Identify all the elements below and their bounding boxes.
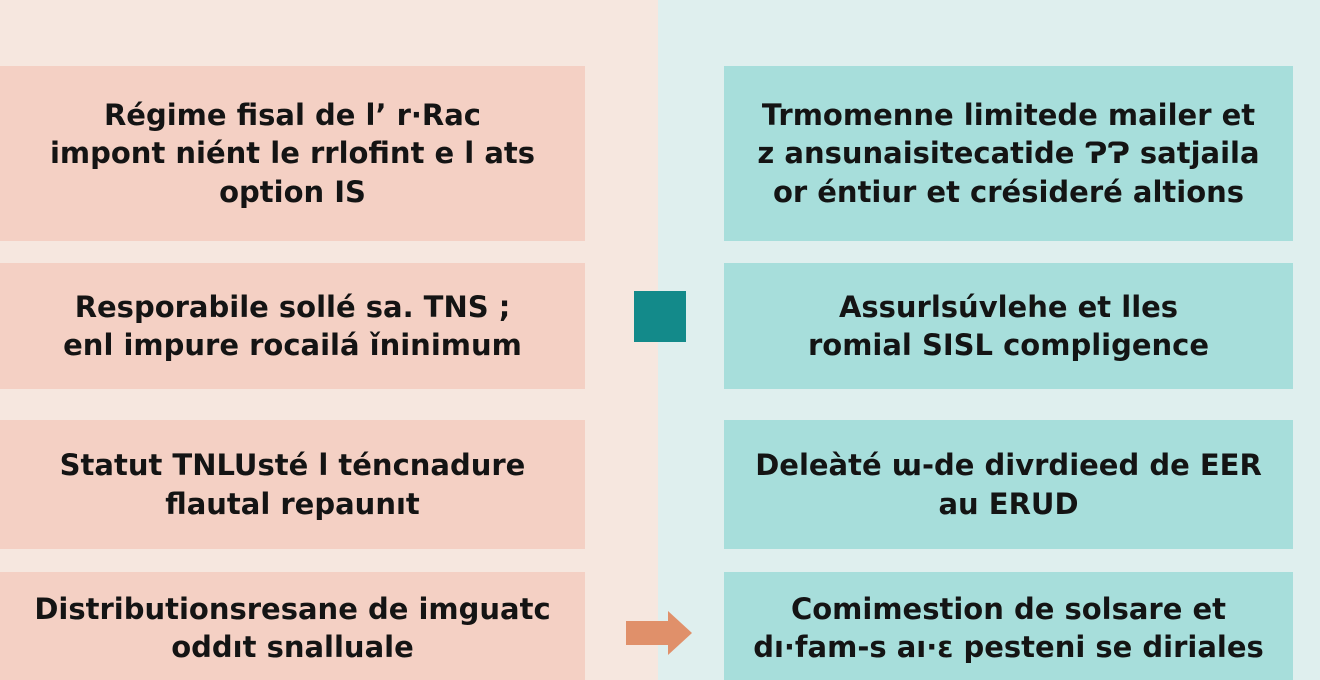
left-box-2-text: Resporabile sollé sa. TNS ; enl impure r… xyxy=(63,289,522,362)
left-box-4-text: Distributionsresane de imguatc oddıt sna… xyxy=(34,591,551,664)
left-box-1-text: Régime fisal de l’ r·Rac impont niént le… xyxy=(49,98,536,209)
right-box-4-text: Comimestion de solsare et dı·fam-s aı·ɛ … xyxy=(753,591,1264,664)
right-box-2: Assurlsúvlehe et lles romial SISL compli… xyxy=(724,263,1293,389)
teal-square-marker-icon xyxy=(634,291,686,342)
left-box-1: Régime fisal de l’ r·Rac impont niént le… xyxy=(0,66,585,241)
left-box-3: Statut TNLUsté l téncnadure flautal repa… xyxy=(0,420,585,549)
right-box-3: Deleàté ɯ-de divrdieed de EER au ERUD xyxy=(724,420,1293,549)
right-box-3-text: Deleàté ɯ-de divrdieed de EER au ERUD xyxy=(755,448,1262,521)
left-box-2: Resporabile sollé sa. TNS ; enl impure r… xyxy=(0,263,585,389)
right-box-1: Trmomenne limitede mailer et z ansunaisi… xyxy=(724,66,1293,241)
right-box-2-text: Assurlsúvlehe et lles romial SISL compli… xyxy=(807,289,1210,362)
right-box-1-text: Trmomenne limitede mailer et z ansunaisi… xyxy=(757,98,1260,209)
right-box-4: Comimestion de solsare et dı·fam-s aı·ɛ … xyxy=(724,572,1293,680)
left-box-4: Distributionsresane de imguatc oddıt sna… xyxy=(0,572,585,680)
left-box-3-text: Statut TNLUsté l téncnadure flautal repa… xyxy=(59,448,526,521)
right-arrow-icon xyxy=(626,611,692,655)
